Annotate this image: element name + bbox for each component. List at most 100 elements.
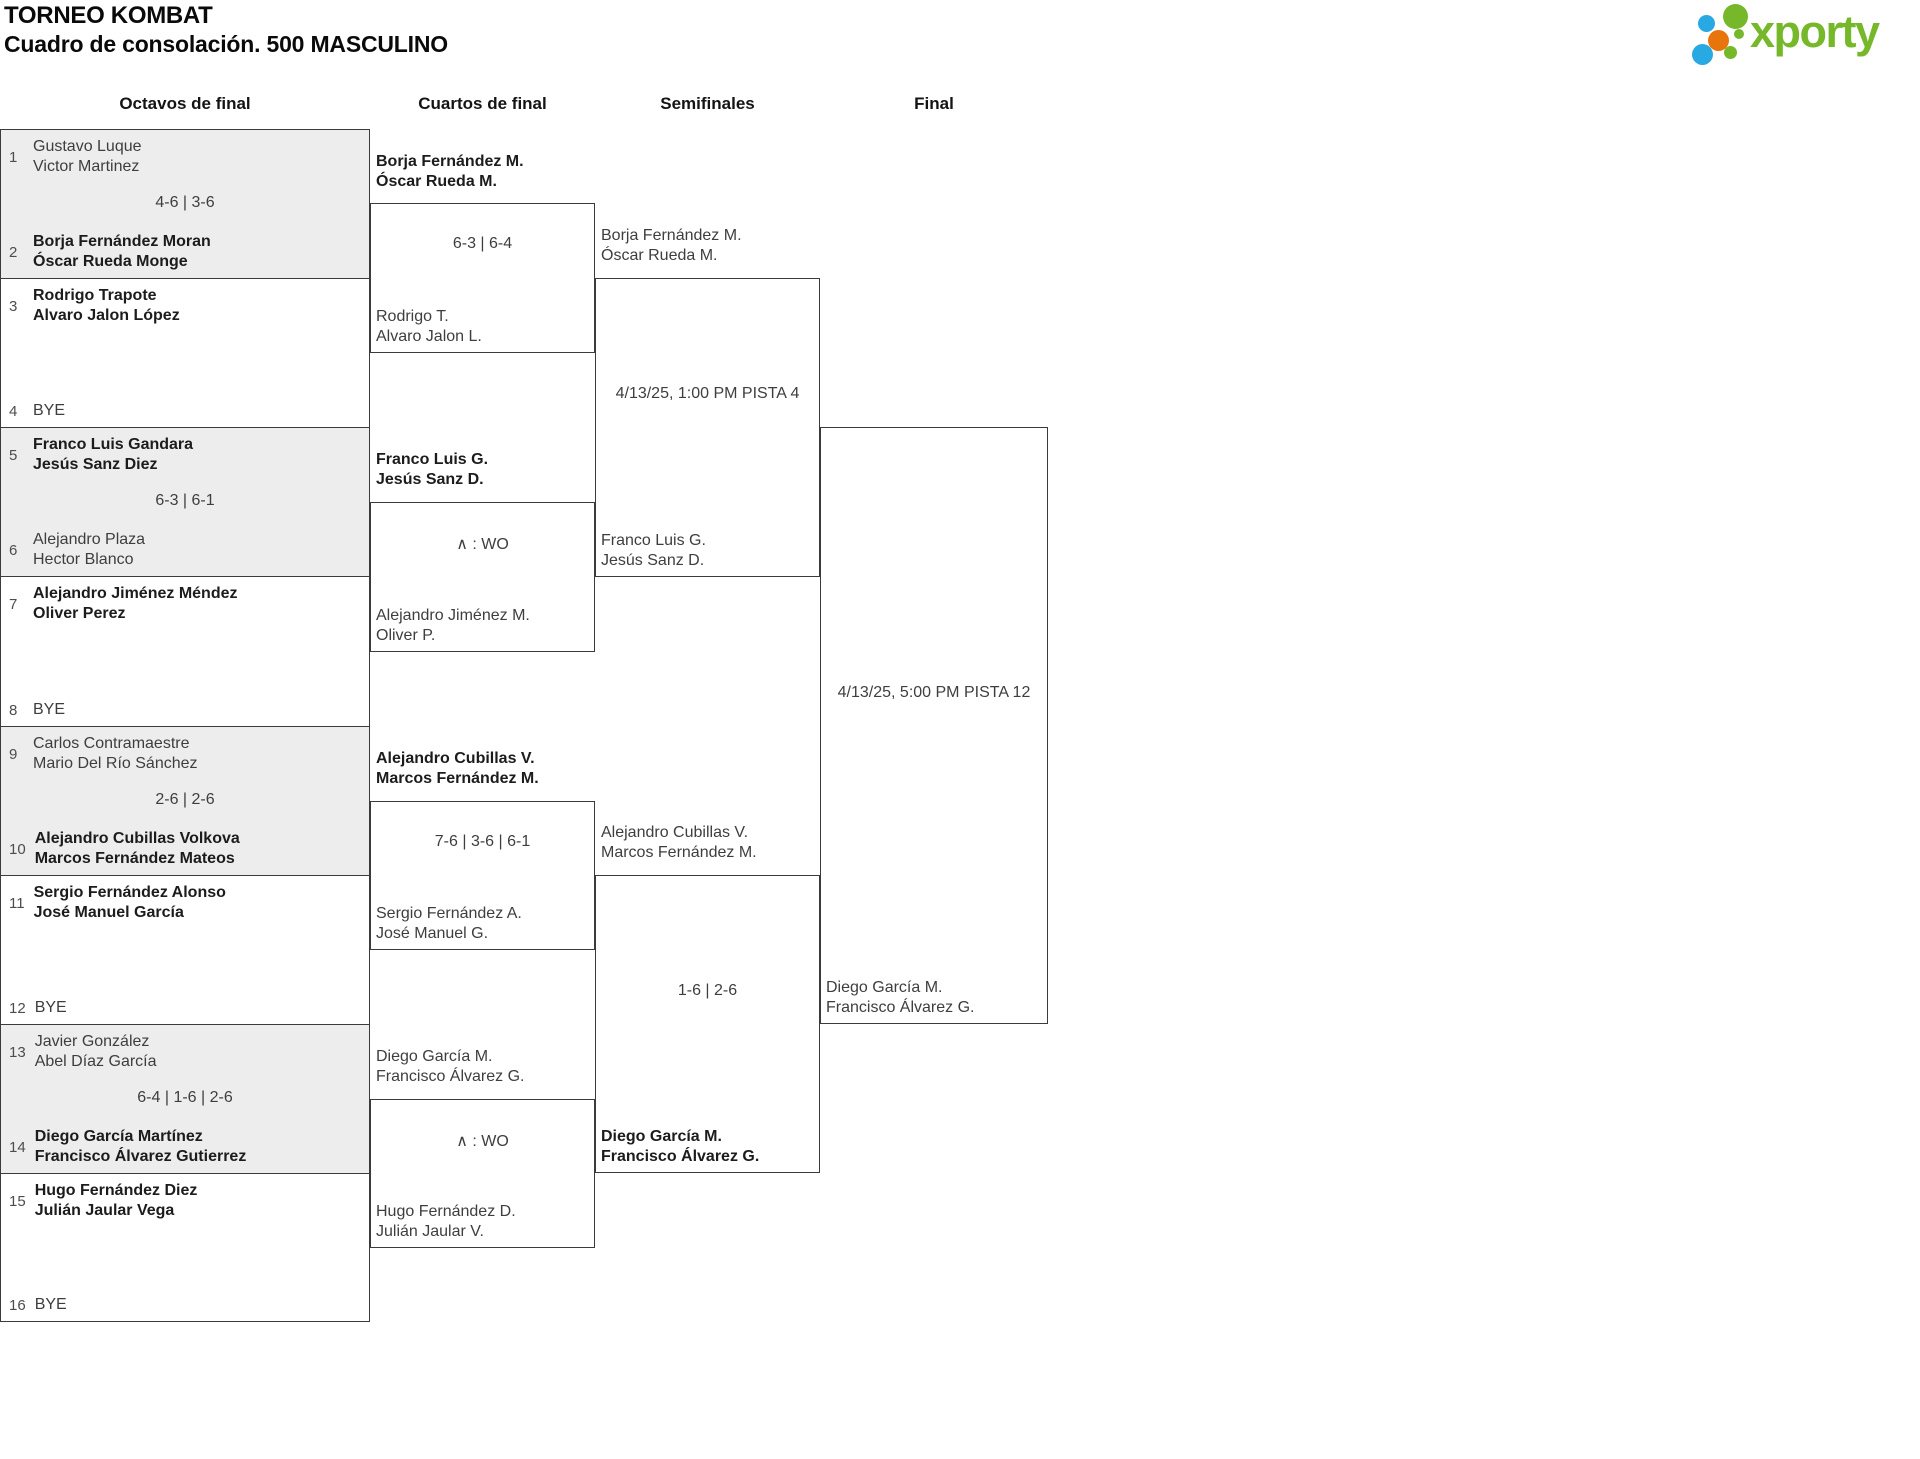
winner-label-semifinal-2: Alejandro Cubillas V. Marcos Fernández M… [601,823,757,863]
match-box-octavos-3: 5 Franco Luis Gandara Jesús Sanz Diez 6-… [0,427,370,577]
match-score: 1-6 | 2-6 [677,982,738,999]
team-name: Diego García M. [376,1048,493,1065]
page-subtitle: Cuadro de consolación. 500 MASCULINO [4,31,448,57]
team-label-cuartos-1-bottom: Rodrigo T. Alvaro Jalon L. [376,307,482,347]
logo-dot-blue-big [1692,44,1713,65]
page-title: TORNEO KOMBAT [4,2,213,29]
team-label-final-bottom: Diego García M. Francisco Álvarez G. [826,978,974,1018]
team-name: Francisco Álvarez Gutierrez [34,1148,247,1165]
logo-dot-green-tiny [1734,29,1744,39]
match-score: 6-3 | 6-1 [155,492,215,509]
match-box-semifinal-2 [595,875,820,1173]
team-name: Marcos Fernández Mateos [34,850,235,867]
team-name: Mario Del Río Sánchez [33,755,198,772]
seed-number: 7 [9,595,18,613]
team-label-semifinal-1-bottom: Franco Luis G. Jesús Sanz D. [601,531,706,571]
logo-dot-blue-small [1698,15,1715,32]
team-name: Jesús Sanz D. [376,471,484,488]
match-score: 7-6 | 3-6 | 6-1 [434,833,531,850]
team-name: Javier González [34,1033,150,1050]
team-name: Oliver Perez [33,605,126,622]
team-name: Gustavo Luque [33,138,142,155]
team-name: Óscar Rueda M. [376,173,497,190]
team-name: Francisco Álvarez G. [601,1148,760,1165]
team-name: Franco Luis Gandara [33,436,194,453]
match-box-octavos-1: 1 Gustavo Luque Victor Martinez 4-6 | 3-… [0,129,370,279]
team-name: Oliver P. [376,627,436,644]
team-name: Rodrigo T. [376,308,449,325]
team-name: Julián Jaular Vega [34,1202,175,1219]
team-name: BYE [34,999,67,1016]
team-name: Victor Martinez [33,158,140,175]
team-name: BYE [33,701,66,718]
logo-text: xporty [1750,6,1880,57]
seed-number: 3 [9,297,18,315]
team-name: Francisco Álvarez G. [826,999,975,1016]
match-box-octavos-6: 11 Sergio Fernández Alonso José Manuel G… [0,875,370,1025]
match-box-final [820,427,1048,1024]
team-name: Alejandro Plaza [33,531,146,548]
winner-label-cuartos-1: Borja Fernández M. Óscar Rueda M. [376,152,524,192]
seed-number: 9 [9,745,18,763]
round-header-cuartos: Cuartos de final [418,94,547,113]
seed-number: 16 [9,1296,26,1314]
seed-number: 5 [9,446,18,464]
logo-dot-orange [1708,30,1729,51]
team-label-semifinal-2-bottom: Diego García M. Francisco Álvarez G. [601,1127,759,1167]
match-schedule: 4/13/25, 5:00 PM PISTA 12 [837,684,1031,701]
match-score: 4-6 | 3-6 [155,194,215,211]
match-box-octavos-5: 9 Carlos Contramaestre Mario Del Río Sán… [0,726,370,876]
match-box-cuartos-2 [370,502,595,652]
seed-number: 2 [9,243,18,261]
team-name: Marcos Fernández M. [601,844,757,861]
seed-number: 13 [9,1043,26,1061]
round-header-octavos: Octavos de final [119,94,251,113]
team-name: Sergio Fernández Alonso [33,884,226,901]
seed-number: 15 [9,1192,26,1210]
match-score: ∧ : WO [456,536,509,553]
seed-number: 1 [9,148,18,166]
xporty-logo[interactable]: xporty [1690,0,1920,72]
team-name: Hugo Fernández Diez [34,1182,198,1199]
team-name: Franco Luis G. [601,532,706,549]
team-name: Hector Blanco [33,551,134,568]
team-name: Alejandro Cubillas V. [601,824,749,841]
team-name: Óscar Rueda M. [601,247,718,264]
team-name: Óscar Rueda Monge [33,253,188,270]
seed-number: 12 [9,999,26,1017]
match-box-cuartos-1 [370,203,595,353]
logo-dot-green-big [1723,4,1748,29]
team-name: Alejandro Jiménez Méndez [33,585,238,602]
team-name: José Manuel García [33,904,184,921]
match-schedule: 4/13/25, 1:00 PM PISTA 4 [615,385,800,402]
team-name: Diego García M. [826,979,943,996]
team-label-cuartos-3-bottom: Sergio Fernández A. José Manuel G. [376,904,522,944]
seed-number: 14 [9,1138,26,1156]
team-name: Borja Fernández Moran [33,233,211,250]
team-name: Julián Jaular V. [376,1223,484,1240]
team-name: Alejandro Cubillas V. [376,750,535,767]
match-box-octavos-2: 3 Rodrigo Trapote Alvaro Jalon López 4 B… [0,278,370,428]
round-header-final: Final [914,94,954,113]
team-name: Jesús Sanz Diez [33,456,158,473]
team-name: Carlos Contramaestre [33,735,190,752]
team-label-cuartos-2-bottom: Alejandro Jiménez M. Oliver P. [376,606,530,646]
match-box-octavos-7: 13 Javier González Abel Díaz García 6-4 … [0,1024,370,1174]
team-name: Marcos Fernández M. [376,770,539,787]
team-name: Borja Fernández M. [601,227,742,244]
winner-label-semifinal-1: Borja Fernández M. Óscar Rueda M. [601,226,742,266]
team-name: BYE [33,402,66,419]
match-box-cuartos-4 [370,1099,595,1248]
team-name: Alvaro Jalon L. [376,328,482,345]
winner-label-cuartos-2: Franco Luis G. Jesús Sanz D. [376,450,488,490]
team-name: Francisco Álvarez G. [376,1068,525,1085]
match-score: 2-6 | 2-6 [155,791,215,808]
team-name: Hugo Fernández D. [376,1203,516,1220]
winner-label-cuartos-4: Diego García M. Francisco Álvarez G. [376,1047,524,1087]
team-name: Alvaro Jalon López [33,307,180,324]
team-name: Rodrigo Trapote [33,287,157,304]
match-score: ∧ : WO [456,1133,509,1150]
team-name: José Manuel G. [376,925,489,942]
team-name: Franco Luis G. [376,451,489,468]
